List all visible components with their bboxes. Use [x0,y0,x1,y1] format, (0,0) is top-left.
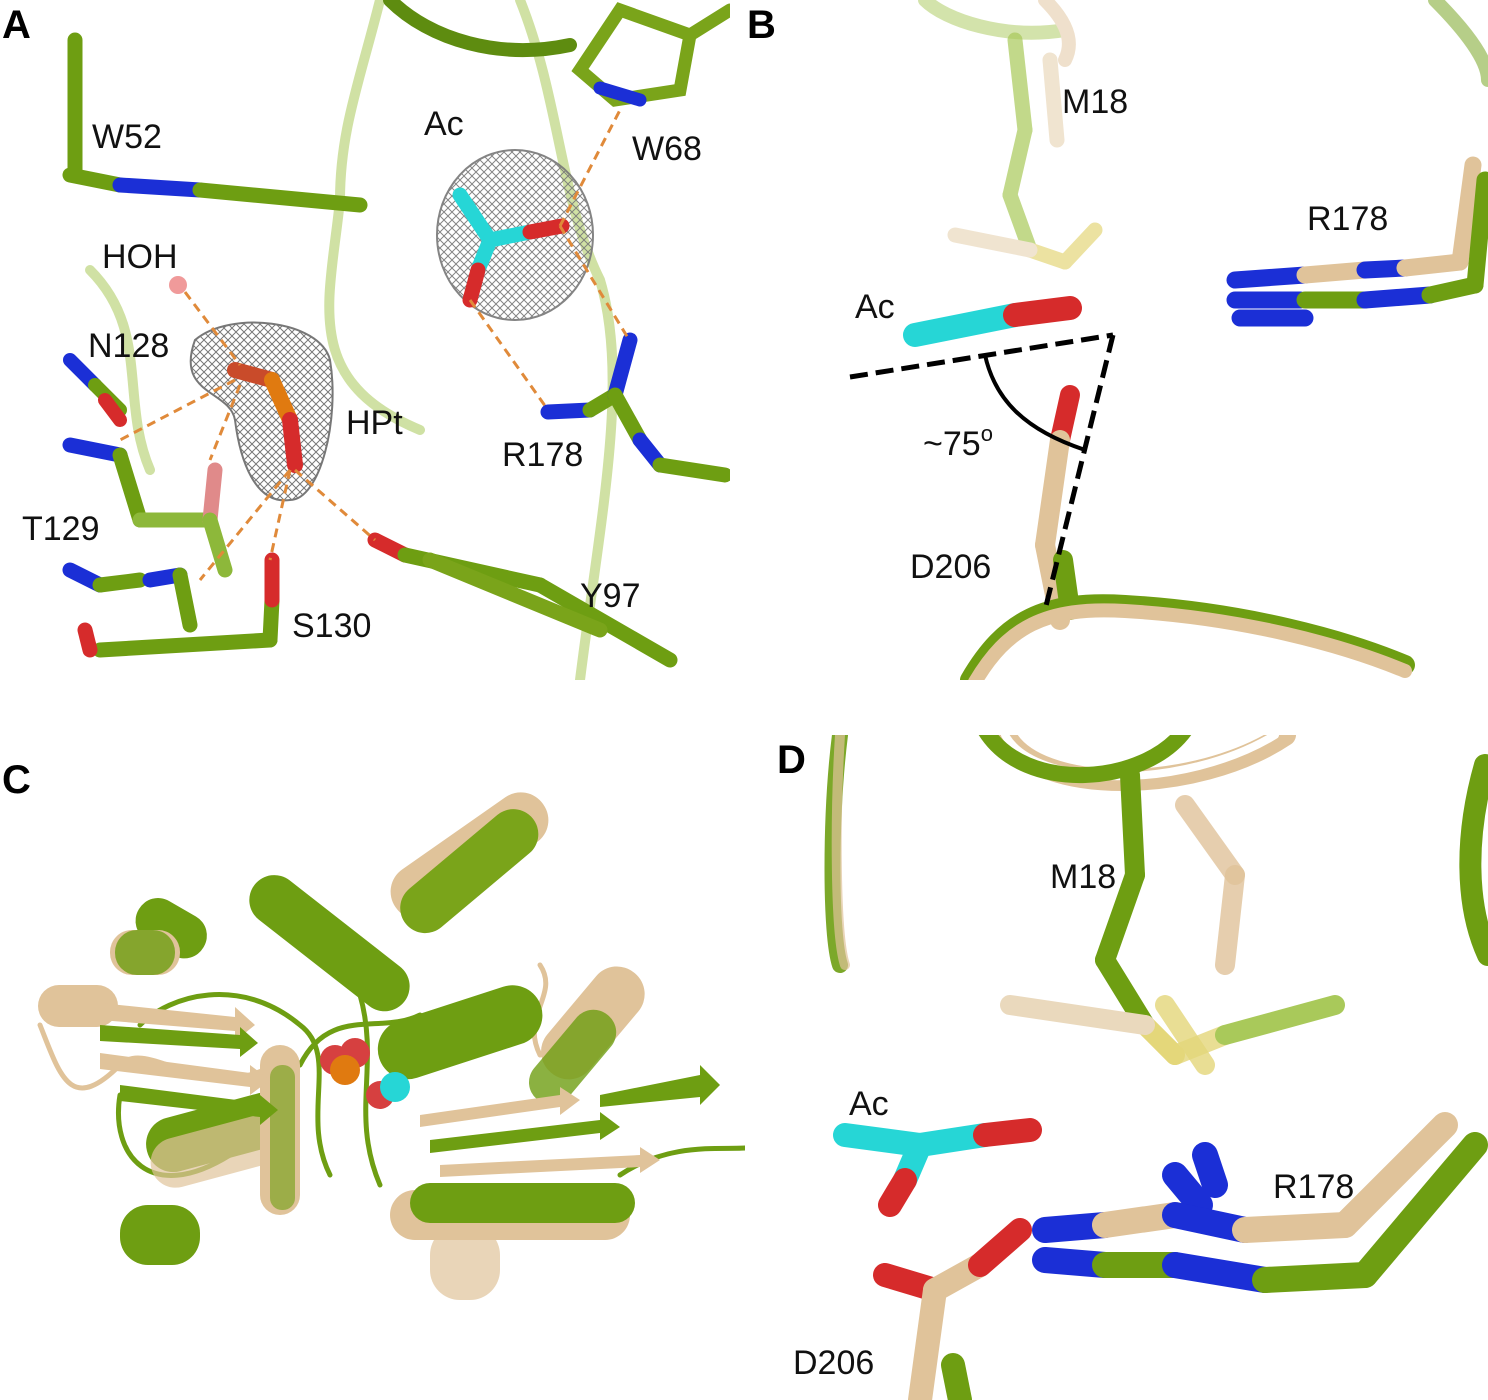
helix-cylinders [38,792,645,1300]
bottom-loop-tan [968,603,1412,680]
angle-label: ~75o [923,421,993,463]
panel-b: B M18 R178 D206 Ac ~75o [745,0,1488,680]
backbone-ribbons-top [824,735,1488,973]
beta-strands [100,1003,720,1177]
protein-cartoon-overlay [37,792,763,1300]
panel-letter-b: B [747,3,776,47]
label-hoh: HOH [102,238,178,276]
panel-a: A W52 HOH N128 T129 S130 Y97 R178 W68 Ac… [0,0,730,680]
label-d206: D206 [793,1344,874,1382]
residue-r178-sticks [540,332,730,483]
label-r178: R178 [502,436,583,474]
panel-letter-d: D [777,738,806,782]
residue-w68-sticks [571,2,730,107]
label-m18: M18 [1050,858,1116,896]
label-y97: Y97 [580,577,641,615]
label-d206: D206 [910,548,991,586]
panel-a-figure: A W52 HOH N128 T129 S130 Y97 R178 W68 Ac… [2,0,730,680]
residue-m18-sticks [1000,765,1345,1075]
panel-b-figure: B M18 R178 D206 Ac ~75o [747,0,1488,680]
acetate-ligand [436,149,594,321]
backbone-ribbons-top [918,0,1488,87]
label-n128: N128 [88,327,169,365]
residue-d206-sticks [1035,385,1080,630]
residue-r178-sticks [1032,1112,1488,1293]
residue-t129-s130-sticks [62,437,280,658]
label-r178: R178 [1307,200,1388,238]
label-ac: Ac [855,288,895,326]
panel-d-figure: D M18 R178 D206 Ac [777,735,1488,1400]
panel-c: C [0,735,770,1400]
panel-c-figure: C [2,758,763,1300]
residue-r178-sticks [1226,156,1488,327]
hydrogen-bonds [119,109,630,581]
ligand-spheres [320,1038,410,1109]
label-ac: Ac [849,1085,889,1123]
water-sphere [169,276,187,294]
label-t129: T129 [22,510,100,548]
label-r178: R178 [1273,1168,1354,1206]
panel-letter-c: C [2,758,31,802]
acetate-ligand [903,296,1082,347]
residue-w52-sticks [62,32,368,213]
acetate-ligand [833,1118,1042,1217]
label-w52: W52 [92,118,162,156]
residue-y97-sticks [367,532,678,668]
label-hpt: HPt [346,404,403,442]
label-m18: M18 [1062,83,1128,121]
residue-d206-sticks [873,1218,1032,1400]
residue-m18-sticks [947,32,1103,270]
top-loop-ribbon [383,0,577,57]
label-ac: Ac [424,105,464,143]
panel-d: D M18 R178 D206 Ac [745,735,1488,1400]
angle-guides [849,332,1116,611]
label-s130: S130 [292,607,371,645]
hpt-ligand [189,321,334,502]
residue-n128-sticks [63,353,127,427]
label-w68: W68 [632,130,702,168]
panel-letter-a: A [2,3,31,47]
